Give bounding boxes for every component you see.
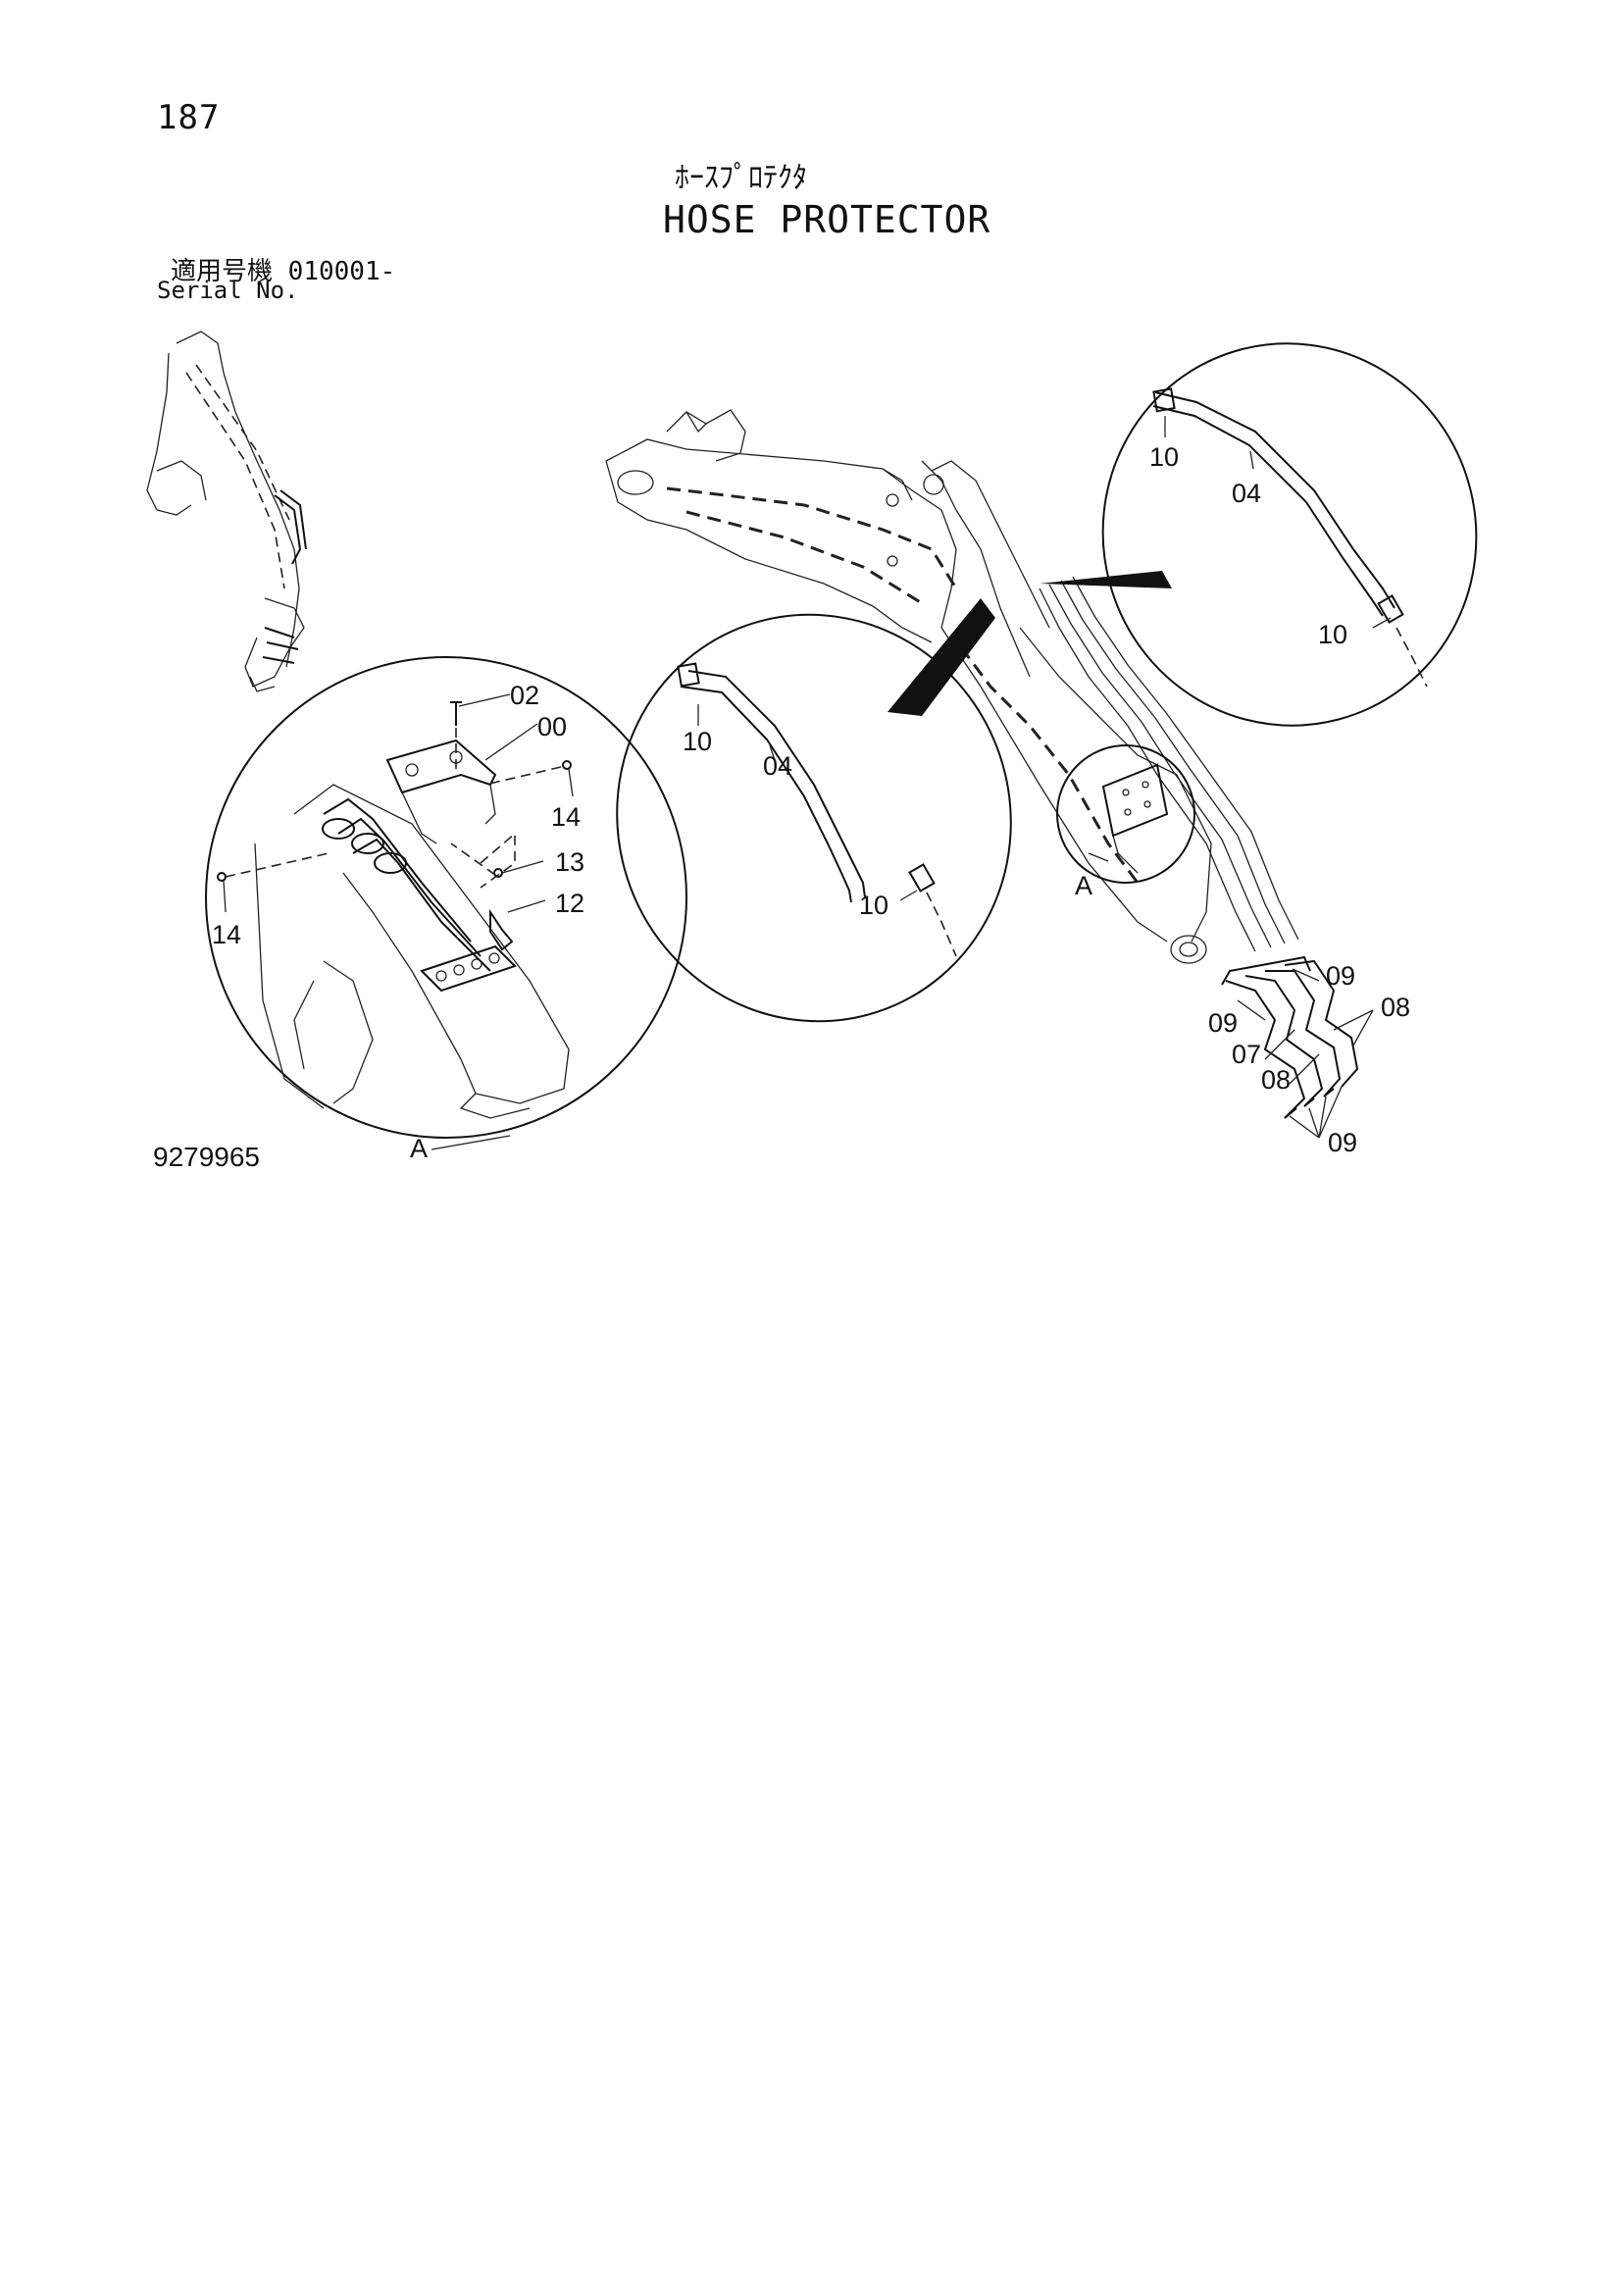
callout-08: 08 [1381,993,1410,1022]
callout-00: 00 [537,712,567,741]
callout-09: 09 [1326,961,1355,991]
callout-09: 09 [1208,1008,1238,1038]
title-english: HOSE PROTECTOR [663,198,991,241]
page-number: 187 [157,98,221,137]
callout-04: 04 [1232,479,1261,508]
hose-end-leaders [1237,968,1374,1139]
serial-applicable: 適用号機 010001- [171,251,395,287]
callout-04: 04 [763,751,792,781]
callout-08: 08 [1261,1065,1291,1095]
overview-thumbnail [146,331,307,692]
callout-10: 10 [1318,620,1347,649]
callout-13: 13 [555,847,584,877]
hose-detail-left [616,598,1012,1023]
callout-09: 09 [1328,1128,1357,1157]
callout-A: A [410,1134,428,1163]
serial-label-jp: 適用号機 [171,257,274,286]
callout-A: A [1075,871,1092,900]
serial-label-en: Serial No. [157,277,299,304]
callout-02: 02 [510,681,539,710]
hose-detail-right [1040,342,1478,727]
detail-view-A [205,656,687,1150]
callout-10: 10 [1149,442,1179,472]
boom-arm-assembly [605,409,1359,1119]
callout-07: 07 [1232,1040,1261,1069]
callout-10: 10 [683,727,712,756]
drawing-number: 9279965 [153,1142,261,1172]
callout-10: 10 [859,891,888,920]
callout-14: 14 [551,802,581,832]
title-japanese: ﾎｰｽﾌﾟﾛﾃｸﾀ [675,161,807,195]
callout-14: 14 [212,920,241,949]
callout-12: 12 [555,889,584,918]
serial-value: 010001- [287,257,396,286]
